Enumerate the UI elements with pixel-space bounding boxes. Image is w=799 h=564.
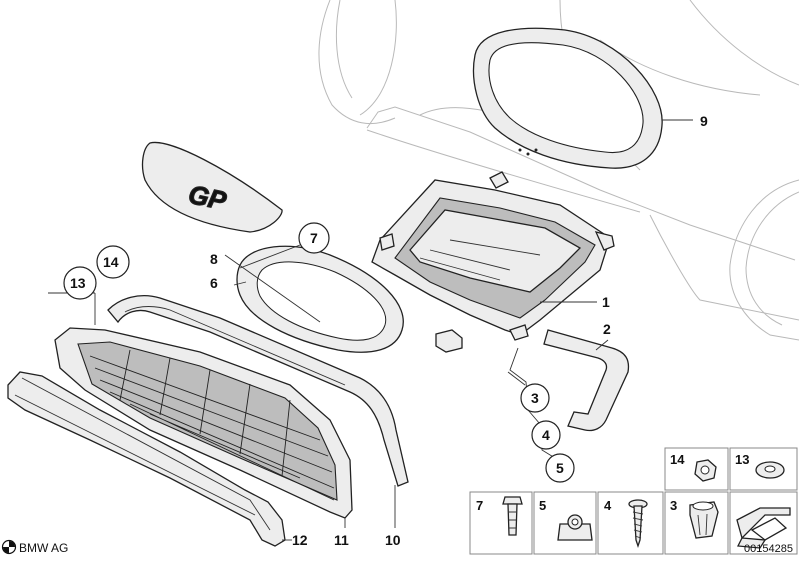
- callout-10: 10: [385, 532, 401, 548]
- callout-7: 7: [310, 230, 318, 246]
- wedge-arrow-icon: [736, 507, 791, 549]
- expansion-nut-icon: [689, 501, 719, 539]
- callout-14: 14: [103, 254, 119, 270]
- bmw-logo-icon: [1, 539, 17, 555]
- callout-13-circle: [63, 266, 97, 300]
- small-foam-block: [435, 329, 463, 353]
- callout-2: 2: [603, 321, 611, 337]
- inset-label-14: 14: [670, 452, 685, 467]
- part-12-bumper-trim: [7, 371, 286, 547]
- push-rivet-icon: [502, 496, 523, 536]
- callout-12: 12: [292, 532, 308, 548]
- callout-3-circle: [520, 383, 550, 413]
- footer: BMW AG 00154285: [1, 539, 793, 555]
- footer-diagram-number: 00154285: [744, 543, 793, 555]
- callout-3: 3: [531, 390, 539, 406]
- callout-13: 13: [70, 275, 86, 291]
- inset-label-5: 5: [539, 498, 546, 513]
- part-2-seal-strip: [543, 329, 630, 432]
- callout-4-circle: [531, 420, 561, 450]
- part-11-grille: [54, 327, 353, 519]
- callout-5: 5: [556, 460, 564, 476]
- part-9-rear-bezel: [472, 27, 663, 169]
- part-10-rubber-strip: [107, 295, 409, 487]
- callout-8: 8: [210, 251, 218, 267]
- inset-label-7: 7: [476, 498, 483, 513]
- inset-label-3: 3: [670, 498, 677, 513]
- callout-1: 1: [602, 294, 610, 310]
- clip-nut-icon: [557, 514, 593, 541]
- callouts: 1 2 3 4 5 6 7 8 9 10 11 12 13 14: [63, 113, 708, 548]
- callout-4: 4: [542, 427, 550, 443]
- callout-7-circle: [298, 222, 330, 254]
- callout-5-circle: [545, 453, 575, 483]
- footer-brand: BMW AG: [19, 541, 68, 555]
- hardware-inset: 14 13 7 5 4 3: [469, 447, 798, 555]
- inset-label-4: 4: [604, 498, 612, 513]
- inset-label-13: 13: [735, 452, 749, 467]
- part-1-air-duct: [371, 171, 615, 341]
- callout-9: 9: [700, 113, 708, 129]
- callout-14-circle: [96, 245, 130, 279]
- part-8-emblem-plate: GP: [141, 141, 283, 233]
- part-6-intake-trim: [236, 245, 404, 353]
- callout-6: 6: [210, 275, 218, 291]
- callout-11: 11: [334, 532, 349, 548]
- screw-icon: [628, 499, 648, 549]
